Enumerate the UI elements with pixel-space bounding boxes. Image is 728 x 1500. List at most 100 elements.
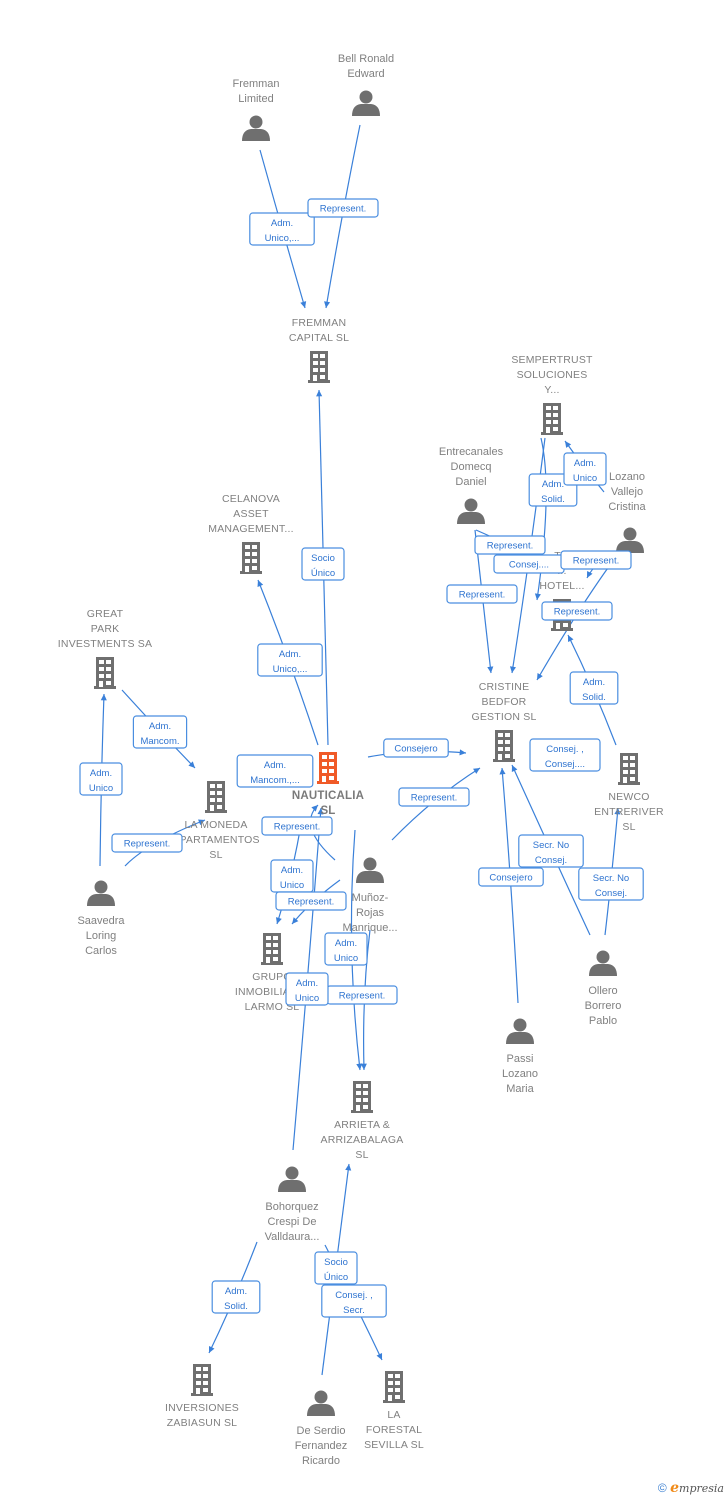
empresia-logo[interactable]: empresia [670, 1480, 724, 1496]
edge-label[interactable]: Represent. [474, 535, 546, 555]
node-label-line: NEWCO [608, 791, 649, 803]
edge-label-box [518, 834, 584, 868]
edge-label-box [211, 1280, 261, 1314]
node-label-line: INVERSIONES [165, 1402, 239, 1414]
node-label-line: Lozano [609, 471, 645, 483]
arrow-head-icon [257, 580, 264, 587]
node-label-line: Ricardo [302, 1455, 340, 1467]
edge-label[interactable]: Represent. [541, 601, 613, 621]
edge-label[interactable]: Represent. [275, 891, 347, 911]
edge-label[interactable]: Adm.Unico,... [249, 212, 315, 246]
edge-label[interactable]: Represent. [326, 985, 398, 1005]
node-munoz-rojas[interactable]: Muñoz-RojasManrique... [342, 857, 398, 935]
node-label-line: Vallejo [611, 486, 643, 498]
building-icon [205, 781, 227, 813]
edge-label-box [383, 738, 449, 758]
node-fremman-capital[interactable]: FREMMAN CAPITAL SL [289, 317, 349, 383]
edge-label[interactable]: Represent. [307, 198, 379, 218]
edge-label[interactable]: Consejero [383, 738, 449, 758]
edge-label-text: Mancom.,... [250, 775, 300, 786]
person-icon [242, 115, 270, 141]
edge-label-text: Mancom. [140, 736, 179, 747]
edge-label[interactable]: Represent. [398, 787, 470, 807]
edge-label-box [314, 1251, 358, 1285]
edge-label[interactable]: Represent. [446, 584, 518, 604]
edge-label-box [261, 816, 333, 836]
edge-label[interactable]: Consejero [478, 867, 544, 887]
edge-label[interactable]: Adm.Unico [324, 932, 368, 966]
edge-label-text: Adm. [279, 649, 301, 660]
node-label-line: FORESTAL [366, 1424, 422, 1436]
node-label-line: SL [209, 849, 222, 861]
edge-label-text: Consej.... [545, 759, 585, 770]
person-icon [352, 90, 380, 116]
person-icon [356, 857, 384, 883]
edge-label[interactable]: Represent. [111, 833, 183, 853]
node-label-line: CELANOVA [222, 493, 280, 505]
node-celanova[interactable]: CELANOVAASSETMANAGEMENT... [208, 493, 294, 574]
edge-label[interactable]: Consej.... [493, 554, 565, 574]
node-label-line: CAPITAL SL [289, 332, 349, 344]
arrow-head-icon [499, 768, 506, 775]
node-label-line: FREMMAN [292, 317, 346, 329]
arrow-head-icon [587, 571, 593, 578]
edge-label[interactable]: Represent. [560, 550, 632, 570]
edge-label-box [132, 715, 188, 749]
edge-label[interactable]: Adm.Mancom.,... [236, 754, 314, 788]
edge-label[interactable]: Adm.Solid. [569, 671, 619, 705]
node-label-line: LARMO SL [245, 1001, 300, 1013]
edge-label-text: Represent. [487, 541, 533, 552]
edge-label-text: Solid. [541, 494, 565, 505]
edge-label[interactable]: Adm.Unico [79, 762, 123, 796]
edge-label[interactable]: Adm.Unico [270, 859, 314, 893]
edge-label[interactable]: Represent. [261, 816, 333, 836]
edge-label-box [529, 738, 601, 772]
edge-label-text: Adm. [296, 978, 318, 989]
building-icon [240, 542, 262, 574]
node-label-line: Ollero [588, 985, 617, 997]
edge-label-box [301, 547, 345, 581]
node-label-line: SOLUCIONES [517, 369, 588, 381]
edge-label[interactable]: Adm.Unico [285, 972, 329, 1006]
edge-label[interactable]: Adm.Unico [563, 452, 607, 486]
node-label-line: ENTRERIVER [594, 806, 664, 818]
edge-label-text: Único [311, 568, 335, 579]
edge-label[interactable]: Consej. ,Secr. [321, 1284, 387, 1318]
node-label-line: MANAGEMENT... [208, 523, 293, 535]
edge-label[interactable]: Adm.Mancom. [132, 715, 188, 749]
building-icon [351, 1081, 373, 1113]
node-label-line: Bell Ronald [338, 53, 394, 65]
node-label-line: BEDFOR [482, 696, 527, 708]
edge-label[interactable]: Adm.Unico,... [257, 643, 323, 677]
edge-label-text: Adm. [281, 865, 303, 876]
edge-label-text: Consej. [595, 888, 627, 899]
node-sempertrust[interactable]: SEMPERTRUSTSOLUCIONESY... [511, 354, 593, 435]
building-icon [383, 1371, 405, 1403]
edge-label-text: Unico [334, 953, 358, 964]
edge-label-text: Adm. [583, 677, 605, 688]
arrow-head-icon [459, 749, 466, 756]
edge-label[interactable]: Adm.Solid. [211, 1280, 261, 1314]
edge-label[interactable]: Consej. ,Consej.... [529, 738, 601, 772]
